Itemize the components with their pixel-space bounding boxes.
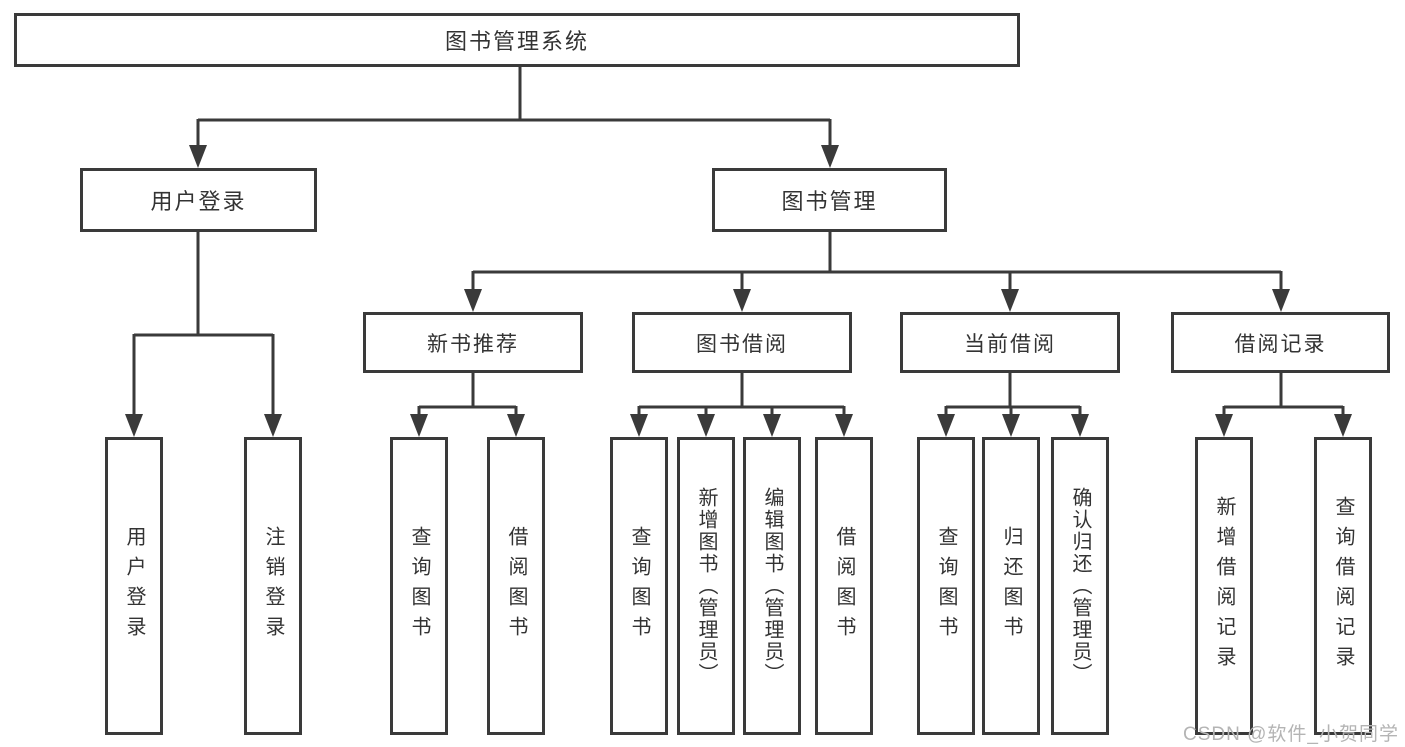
node-label: 用户登录 [150, 189, 247, 214]
leaf-label: 用户登录 [123, 526, 145, 646]
leaf-add-borrow-record: 新增借阅记录 [1195, 437, 1253, 735]
leaf-label: 查询借阅记录 [1332, 496, 1354, 676]
node-borrowing-records: 借阅记录 [1171, 312, 1390, 373]
leaf-query-borrow-record: 查询借阅记录 [1314, 437, 1372, 735]
leaf-edit-book-admin: 编辑图书（管理员） [743, 437, 801, 735]
leaf-label: 确认归还（管理员） [1069, 487, 1091, 685]
node-new-book-recommendation: 新书推荐 [363, 312, 583, 373]
leaf-label: 注销登录 [262, 526, 284, 646]
leaf-label: 查询图书 [408, 526, 430, 646]
leaf-label: 借阅图书 [833, 526, 855, 646]
leaf-label: 新增借阅记录 [1213, 496, 1235, 676]
leaf-label: 新增图书（管理员） [695, 487, 717, 685]
leaf-label: 查询图书 [628, 526, 650, 646]
leaf-label: 查询图书 [935, 526, 957, 646]
leaf-query-books-current: 查询图书 [917, 437, 975, 735]
leaf-add-book-admin: 新增图书（管理员） [677, 437, 735, 735]
leaf-borrow-books-borrowing: 借阅图书 [815, 437, 873, 735]
node-label: 图书借阅 [696, 332, 788, 356]
node-label: 新书推荐 [427, 332, 519, 356]
node-user-login: 用户登录 [80, 168, 317, 232]
leaf-label: 借阅图书 [505, 526, 527, 646]
leaf-query-books-borrowing: 查询图书 [610, 437, 668, 735]
leaf-label: 归还图书 [1000, 526, 1022, 646]
node-label: 图书管理 [781, 189, 878, 214]
node-label: 当前借阅 [964, 332, 1056, 356]
leaf-confirm-return-admin: 确认归还（管理员） [1051, 437, 1109, 735]
leaf-user-login: 用户登录 [105, 437, 163, 735]
node-label: 借阅记录 [1234, 332, 1327, 356]
node-current-borrowing: 当前借阅 [900, 312, 1120, 373]
node-library-management-system: 图书管理系统 [14, 13, 1020, 67]
leaf-label: 编辑图书（管理员） [761, 487, 783, 685]
leaf-query-books-recommendation: 查询图书 [390, 437, 448, 735]
node-label: 图书管理系统 [444, 29, 589, 54]
leaf-logout: 注销登录 [244, 437, 302, 735]
node-book-borrowing: 图书借阅 [632, 312, 852, 373]
leaf-borrow-books-recommendation: 借阅图书 [487, 437, 545, 735]
node-book-management: 图书管理 [712, 168, 947, 232]
leaf-return-books: 归还图书 [982, 437, 1040, 735]
watermark: CSDN @软件_小贺同学 [1183, 724, 1399, 745]
